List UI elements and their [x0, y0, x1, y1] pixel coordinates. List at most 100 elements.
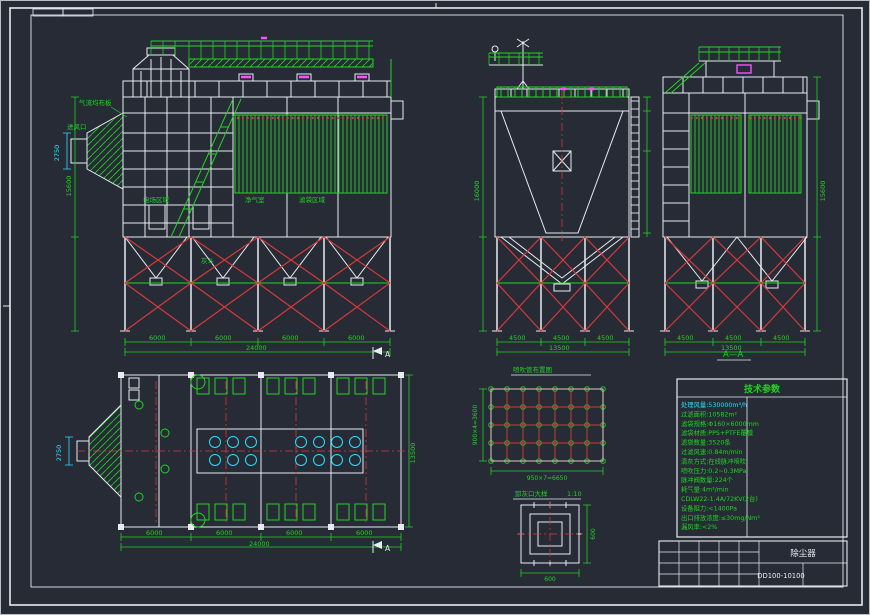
- pulse-grid-detail[interactable]: 喷吹管布置图 950×7=6650 900×4=3600: [472, 365, 609, 482]
- filter-bag-field[interactable]: [234, 114, 388, 194]
- internal-hopper-funnel: [500, 110, 624, 234]
- sec-dim-bay-1: 4500: [677, 334, 694, 342]
- section-roof: [663, 77, 807, 94]
- plan-ladder-1: [128, 377, 140, 389]
- title-block-product: 除尘器: [790, 548, 816, 559]
- access-door-2: [192, 204, 210, 230]
- param-row: 滤袋数量:3520条: [681, 438, 731, 447]
- front-elevation-view[interactable]: 6000 6000 6000 6000 24000 15600 气流均布板 进风…: [53, 36, 404, 359]
- section-bag-field-2[interactable]: [748, 114, 802, 194]
- label-hopper: 灰斗: [201, 256, 215, 265]
- plan-dim-bay-1: 6000: [146, 529, 163, 537]
- square-dimensions: [520, 504, 591, 577]
- label-bag-zone: 滤袋区域: [299, 195, 326, 204]
- front-dimensions: [71, 96, 391, 356]
- param-row: 脉冲阀数量:224个: [681, 475, 734, 484]
- section-flag-letter-2: A: [385, 544, 391, 553]
- plan-dim-width: 13500: [409, 443, 417, 464]
- sec-dim-total: 13500: [721, 344, 742, 352]
- grid-dim-v: 900×4=3600: [472, 405, 479, 446]
- plan-nozzle-circles: [209, 436, 361, 466]
- title-block: 除尘器 DD100-10100: [658, 540, 848, 587]
- section-platform-posts: [698, 47, 780, 61]
- front-roof-band: [122, 80, 392, 98]
- param-row: 滤袋材质:PPS+PTFE覆膜: [681, 428, 754, 437]
- param-row: 过滤风速:0.84m/min: [681, 447, 742, 456]
- hopper-valve-2: [216, 277, 230, 286]
- parameters-border: [676, 378, 848, 538]
- plan-ladder-2: [128, 389, 140, 401]
- plan-column-squares: [118, 372, 404, 530]
- front-roof-verticals: [146, 81, 388, 97]
- pulse-header-2: [296, 73, 312, 82]
- side-elevation-view[interactable]: 4500 4500 4500 13500 16000: [473, 38, 651, 356]
- magenta-vent-marks: [241, 36, 367, 79]
- param-row: 喷吹压力:0.2~0.3MPa: [681, 466, 747, 475]
- section-hopper-valve-1: [695, 280, 709, 289]
- section-platform-deck: [699, 60, 781, 77]
- section-magenta-box: [736, 64, 752, 74]
- dim-bay-3: 6000: [282, 334, 299, 342]
- grid-dimensions: [479, 388, 604, 475]
- side-dim-total: 13500: [549, 344, 570, 352]
- plan-dim-bay-2: 6000: [216, 529, 233, 537]
- bag-field-frame: [235, 114, 387, 194]
- tower-stiffeners: [133, 57, 189, 97]
- leg-columns: [124, 237, 391, 331]
- section-bag-field-1[interactable]: [690, 114, 742, 194]
- plan-dim-bay-3: 6000: [286, 529, 303, 537]
- inlet-duct: [86, 112, 124, 190]
- top-handrails: [151, 40, 373, 47]
- title-block-border: [658, 540, 848, 587]
- section-flag-bottom: A: [372, 541, 391, 553]
- hopper-outlines: [124, 236, 389, 279]
- square-detail-caption: 卸灰口大样: [515, 489, 548, 498]
- walkway-grating: [188, 58, 374, 68]
- side-dim-height: 16000: [473, 181, 481, 202]
- hoist-hook: [491, 45, 499, 53]
- parameters-rules: [677, 396, 847, 537]
- plan-dim-bay-4: 6000: [356, 529, 373, 537]
- section-outlet-box: [806, 100, 820, 120]
- sec-dim-bay-3: 4500: [773, 334, 790, 342]
- dim-height: 15600: [65, 176, 73, 197]
- param-row: 漏风率:<2%: [681, 522, 717, 531]
- section-platform-rails: [699, 46, 781, 53]
- square-dim-bottom: 600: [544, 576, 556, 583]
- front-x-bracing: [124, 236, 391, 332]
- pulse-header-3: [354, 73, 370, 82]
- label-leader-line: [110, 106, 128, 118]
- plan-dimensions: [120, 374, 413, 551]
- side-platform-rails: [489, 52, 543, 58]
- section-aa-view[interactable]: 4500 4500 4500 13500 15600 A—A: [660, 46, 827, 361]
- dim-bay-4: 6000: [348, 334, 365, 342]
- access-door-1: [148, 204, 166, 230]
- dim-inlet-dia: 2750: [53, 145, 61, 162]
- param-row: 设备阻力:<1400Pa: [681, 503, 737, 512]
- plan-view[interactable]: 6000 6000 6000 6000 24000 13500 2750 A: [55, 372, 417, 553]
- dim-bay-1: 6000: [149, 334, 166, 342]
- title-block-drawing-no: DD100-10100: [757, 572, 805, 580]
- grid-dim-h: 950×7=6650: [527, 475, 568, 482]
- square-dim-right: 600: [590, 528, 597, 540]
- section-body-shell[interactable]: [662, 76, 808, 238]
- side-x-bracing: [496, 236, 630, 332]
- grid-detail-caption: 喷吹管布置图: [513, 365, 552, 374]
- section-dimensions: [664, 76, 821, 356]
- side-right-dim-chain: [643, 96, 651, 237]
- hopper-valve-4: [350, 277, 364, 286]
- section-hopper-valve-2: [765, 280, 779, 289]
- side-dim-bay-2: 4500: [553, 334, 570, 342]
- sec-dim-bay-2: 4500: [725, 334, 742, 342]
- plan-manhole-circles: [134, 374, 206, 528]
- ash-outlet-detail[interactable]: 卸灰口大样 1:10 600 600: [513, 489, 597, 583]
- section-left-panel-lines: [663, 130, 689, 222]
- hopper-valve-3: [283, 277, 297, 286]
- sheet-frame: [3, 3, 863, 606]
- section-tube-sheet: [663, 93, 807, 237]
- stair-stringers: [170, 98, 242, 238]
- section-stair: [664, 62, 706, 94]
- sec-dim-height: 15600: [819, 181, 827, 202]
- outlet-box: [390, 100, 404, 120]
